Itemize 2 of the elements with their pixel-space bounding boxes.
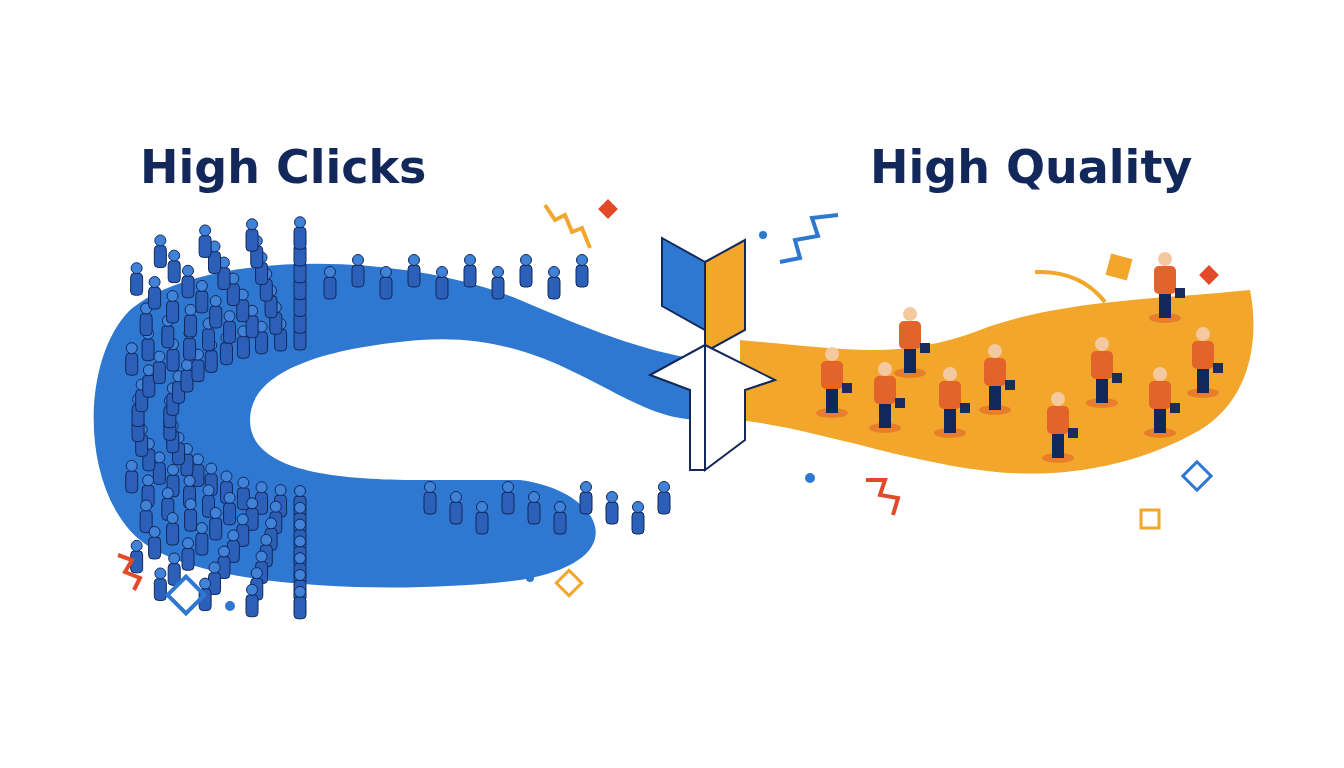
heading: High Quality [870, 140, 1193, 194]
heading: High Clicks [140, 140, 427, 194]
